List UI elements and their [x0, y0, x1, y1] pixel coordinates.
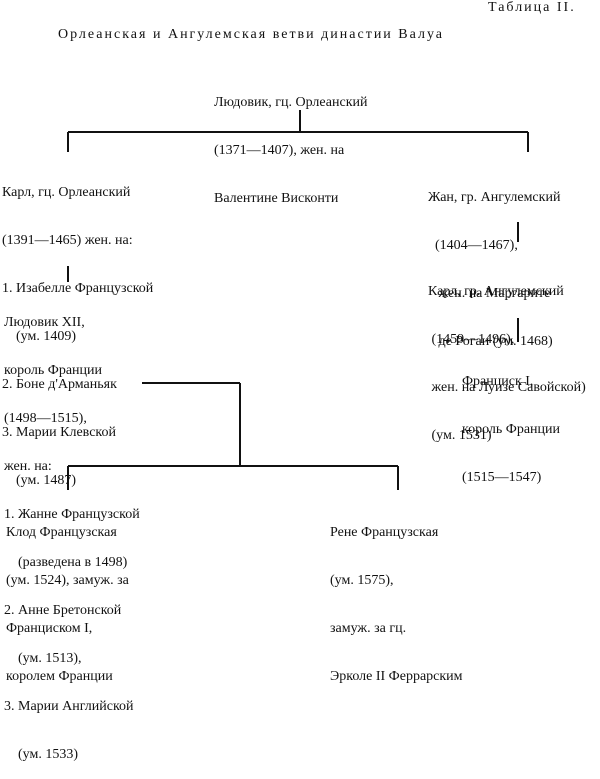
node-claude: Клод Французская (ум. 1524), замуж. за Ф… — [6, 493, 129, 701]
node-line: (1498—1515), — [4, 411, 87, 426]
node-line: 3. Марии Английской — [4, 699, 134, 714]
node-line: жен. на Луизе Савойской) — [428, 380, 586, 395]
node-line: де Роган (ум. 1468) — [428, 334, 553, 349]
node-line: (1515—1547) — [462, 470, 542, 485]
node-line: (ум. 1575), — [330, 573, 394, 588]
diagram-title: Орлеанская и Ангулемская ветви династии … — [58, 27, 444, 42]
node-charles-orleans: Карл, гц. Орлеанский (1391—1465) жен. на… — [2, 153, 153, 505]
node-line: (ум. 1487) — [2, 473, 76, 488]
node-line: Клод Французская — [6, 525, 117, 540]
node-line: (ум. 1524), замуж. за — [6, 573, 129, 588]
node-line: жен. на Маргарите — [428, 286, 551, 301]
node-line: королем Франции — [6, 669, 113, 684]
node-line: 2. Боне д'Арманьяк — [2, 377, 117, 392]
node-line: король Франции — [4, 363, 103, 378]
node-line: (ум. 1533) — [4, 747, 78, 762]
node-line: Жан, гр. Ангулемский — [428, 190, 561, 205]
node-line: (1371—1407), жен. на — [214, 143, 345, 158]
node-line: 1. Жанне Французской — [4, 507, 140, 522]
node-line: (1404—1467), — [428, 238, 518, 253]
node-line: замуж. за гц. — [330, 621, 407, 636]
node-line: Франциском I, — [6, 621, 93, 636]
node-line: Франциск I, — [462, 374, 534, 389]
node-renee: Рене Французская (ум. 1575), замуж. за г… — [330, 493, 463, 701]
node-line: жен. на: — [4, 459, 52, 474]
node-line: Людовик XII, — [4, 315, 85, 330]
node-charles-angouleme: Карл, гр. Ангулемский (1459—1496), жен. … — [428, 252, 586, 460]
node-line: 1. Изабелле Французской — [2, 281, 154, 296]
node-louis-orleans: Людовик, гц. Орлеанский (1371—1407), жен… — [214, 63, 368, 223]
node-line: Карл, гц. Орлеанский — [2, 185, 131, 200]
node-line: (1459—1496), — [428, 332, 515, 347]
node-line: Рене Французская — [330, 525, 439, 540]
node-line: Эрколе II Феррарским — [330, 669, 463, 684]
node-line: Валентине Висконти — [214, 191, 339, 206]
node-line: король Франции — [462, 422, 561, 437]
table-label: Таблица II. — [488, 0, 576, 15]
connector-lines — [67, 110, 529, 490]
node-line: 3. Марии Клевской — [2, 425, 117, 440]
node-line: Карл, гр. Ангулемский — [428, 284, 564, 299]
node-francis-i: Франциск I, король Франции (1515—1547) — [462, 342, 560, 502]
node-jean-angouleme: Жан, гр. Ангулемский (1404—1467), жен. н… — [428, 158, 560, 366]
node-line: (ум. 1531) — [428, 428, 492, 443]
node-line: Людовик, гц. Орлеанский — [214, 95, 368, 110]
node-line: (ум. 1409) — [2, 329, 76, 344]
node-line: (1391—1465) жен. на: — [2, 233, 133, 248]
